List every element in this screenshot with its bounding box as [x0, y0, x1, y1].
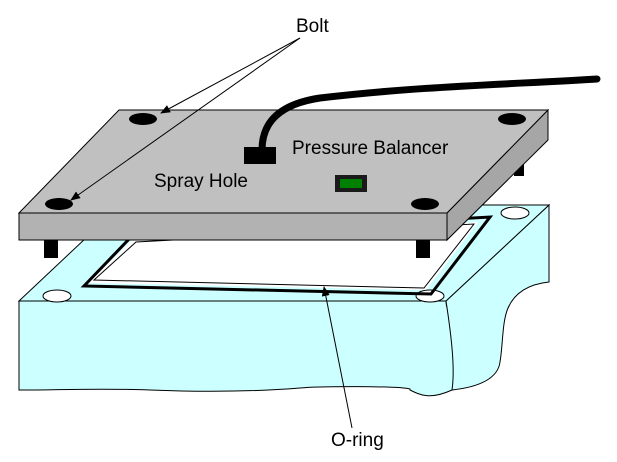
spray-hole-block: [244, 147, 276, 164]
bolt-head-front-right: [411, 198, 439, 210]
plate-front-face: [18, 212, 448, 241]
base-bolt-hole-back-right: [500, 206, 530, 220]
o-ring: [80, 215, 494, 296]
bolt-leader-back: [160, 37, 301, 114]
base-bolt-hole-front-right: [415, 289, 445, 303]
o-ring-leader: [321, 286, 353, 429]
bolt-head-back-right: [498, 113, 526, 125]
bolt-head-front-left: [45, 198, 73, 210]
base-bolt-hole-front-left: [42, 289, 72, 303]
plate-top-face: [17, 109, 550, 214]
o-ring-label: O-ring: [331, 430, 384, 451]
spray-hole-label: Spray Hole: [154, 171, 248, 192]
base-right-face: [445, 203, 550, 391]
plate-leg-front-left: [44, 238, 58, 258]
o-ring-inner: [92, 223, 476, 289]
bolt-head-back-left: [129, 113, 157, 125]
o-ring-outer: [80, 215, 494, 296]
top-plate: [17, 108, 550, 242]
cable: [258, 75, 601, 154]
pressure-balancer-indicator-light: [340, 179, 362, 188]
plate-leg-front-right: [416, 238, 430, 258]
bolt-leader-front: [70, 37, 301, 201]
bolt-label: Bolt: [296, 16, 329, 37]
base-front-face: [18, 300, 501, 397]
pressure-balancer-label: Pressure Balancer: [292, 138, 449, 159]
